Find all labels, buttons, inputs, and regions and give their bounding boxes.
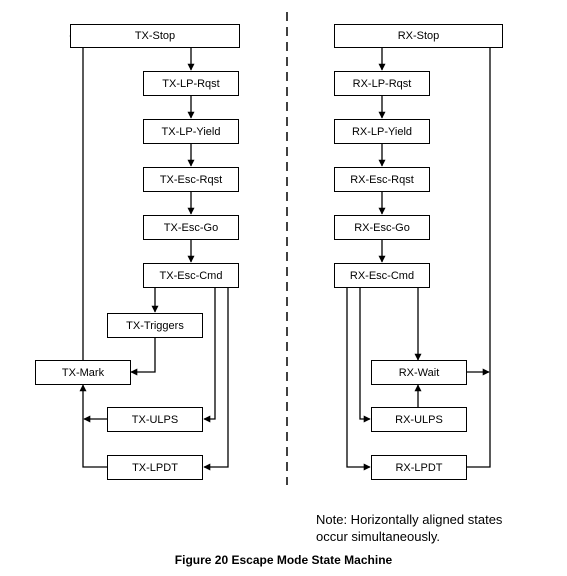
note-line-1: Note: Horizontally aligned states [316, 512, 503, 527]
tx-esc-rqst-state: TX-Esc-Rqst [143, 167, 239, 192]
tx-esc-cmd-to-ulps-arrow [203, 288, 216, 423]
tx-esc-cmd-state: TX-Esc-Cmd [143, 263, 239, 288]
rx-connectors [346, 32, 503, 471]
tx-triggers-to-mark-arrow [130, 338, 156, 376]
figure-caption: Figure 20 Escape Mode State Machine [174, 553, 393, 567]
rx-wait-state: RX-Wait [371, 360, 467, 385]
tx-stop-state: TX-Stop [70, 24, 240, 48]
rx-stop-state: RX-Stop [334, 24, 503, 48]
tx-triggers-state: TX-Triggers [107, 313, 203, 338]
rx-esc-cmd-to-ulps-arrow [359, 288, 371, 423]
rx-lp-rqst-state: RX-LP-Rqst [334, 71, 430, 96]
rx-lpdt-to-stop-arrow [467, 32, 503, 468]
rx-esc-rqst-state: RX-Esc-Rqst [334, 167, 430, 192]
tx-connectors [69, 32, 229, 471]
tx-esc-cmd-to-lpdt-arrow [203, 288, 229, 471]
rx-esc-go-state: RX-Esc-Go [334, 215, 430, 240]
tx-ulps-state: TX-ULPS [107, 407, 203, 432]
tx-lp-yield-state: TX-LP-Yield [143, 119, 239, 144]
tx-lpdt-state: TX-LPDT [107, 455, 203, 480]
note-line-2: occur simultaneously. [316, 529, 441, 544]
tx-lpdt-to-mark-arrow [79, 384, 107, 468]
rx-esc-cmd-to-lpdt-arrow [346, 288, 371, 471]
tx-lp-rqst-state: TX-LP-Rqst [143, 71, 239, 96]
tx-mark-to-stop-arrow [69, 32, 84, 360]
rx-ulps-state: RX-ULPS [371, 407, 467, 432]
diagram-note: Note: Horizontally aligned states occur … [316, 511, 546, 545]
tx-mark-state: TX-Mark [35, 360, 131, 385]
rx-lpdt-state: RX-LPDT [371, 455, 467, 480]
rx-esc-cmd-state: RX-Esc-Cmd [334, 263, 430, 288]
tx-esc-go-state: TX-Esc-Go [143, 215, 239, 240]
rx-lp-yield-state: RX-LP-Yield [334, 119, 430, 144]
